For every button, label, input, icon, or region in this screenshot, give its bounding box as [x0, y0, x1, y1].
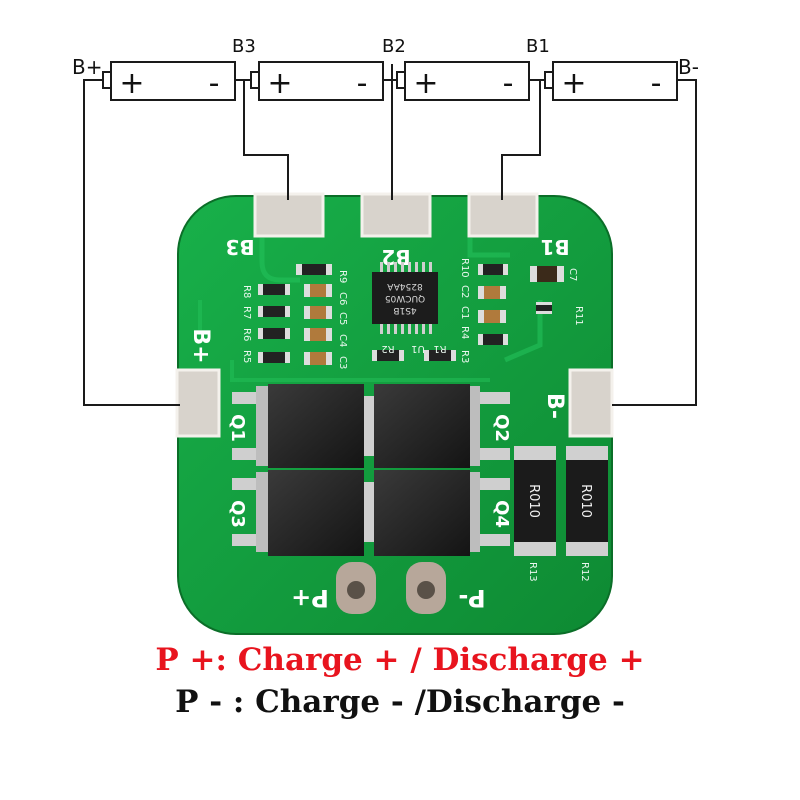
ref-r2: R2: [381, 343, 394, 354]
cell-2-plus: +: [267, 66, 292, 101]
smd-components-right: [478, 264, 564, 345]
label-q1: Q1: [227, 414, 248, 442]
terminal-label-b2: B2: [382, 36, 406, 57]
mosfet-q4: [374, 470, 510, 556]
cell-1-minus: -: [209, 66, 220, 101]
mosfet-q3: [232, 470, 374, 556]
ref-r9: R9: [337, 270, 348, 283]
mosfet-q1: [232, 384, 374, 468]
ic-marking-3: 4S1B: [393, 305, 416, 315]
ref-r12: R12: [579, 562, 590, 582]
ref-r1: R1: [433, 343, 446, 354]
ic-marking-1: 8254AA: [386, 281, 422, 291]
shunt-resistor-r13: R010: [514, 446, 556, 556]
ref-c6: C6: [337, 292, 348, 305]
ref-r6: R6: [241, 328, 252, 341]
ref-c7: C7: [567, 268, 578, 281]
cell-2-minus: -: [357, 66, 368, 101]
pad-p-minus: [406, 562, 446, 614]
ref-u1: U1: [411, 343, 425, 354]
ref-r10: R10: [459, 258, 470, 278]
battery-cell-1: + -: [102, 61, 236, 101]
pad-p-plus: [336, 562, 376, 614]
terminal-label-b3: B3: [232, 36, 256, 57]
label-q2: Q2: [491, 414, 512, 442]
silk-p-plus: P+: [291, 584, 329, 612]
silk-b-minus: B-: [542, 393, 567, 419]
pad-b3: [253, 192, 325, 238]
smd-components-left: [258, 264, 456, 365]
cell-4-minus: -: [651, 66, 662, 101]
ref-c4: C4: [337, 334, 348, 347]
cell-3-minus: -: [503, 66, 514, 101]
ic-marking-2: QUCW05: [385, 293, 425, 303]
ref-r11: R11: [573, 306, 584, 326]
cell-1-plus: +: [119, 66, 144, 101]
battery-cell-4: + -: [544, 61, 678, 101]
terminal-label-b1: B1: [526, 36, 550, 57]
cell-4-plus: +: [561, 66, 586, 101]
silk-b1: B1: [540, 235, 569, 259]
mosfet-q2: [374, 384, 510, 468]
protection-ic: 8254AA QUCW05 4S1B: [372, 262, 438, 334]
silk-b3: B3: [225, 235, 254, 259]
battery-cell-2: + -: [250, 61, 384, 101]
terminal-label-b-minus: B-: [678, 55, 699, 79]
label-q4: Q4: [491, 500, 512, 528]
ref-c5: C5: [337, 312, 348, 325]
battery-cell-3: + -: [396, 61, 530, 101]
ref-r8: R8: [241, 285, 252, 298]
cell-3-plus: +: [413, 66, 438, 101]
ref-c2: C2: [459, 285, 470, 298]
ref-r3: R3: [459, 350, 470, 363]
caption-p-minus: P - : Charge - /Discharge -: [175, 684, 625, 720]
silk-p-minus: P-: [458, 584, 485, 612]
silk-b-plus: B+: [188, 328, 213, 363]
component-refs: R9 C6 R10 C2 R8 R7 C5 R4 C1 R6 C4 R5 C3 …: [241, 258, 584, 369]
ref-c3: C3: [337, 356, 348, 369]
label-q3: Q3: [227, 500, 248, 528]
ref-r5: R5: [241, 350, 252, 363]
ref-c1: C1: [459, 306, 470, 319]
caption-p-plus: P +: Charge + / Discharge +: [155, 642, 645, 678]
ref-r7: R7: [241, 306, 252, 319]
shunt-resistor-r12: R010: [566, 446, 608, 556]
pad-b2: [360, 192, 432, 238]
ref-r13: R13: [527, 562, 538, 582]
pad-b-minus: [568, 368, 614, 438]
pad-b-plus: [175, 368, 221, 438]
terminal-label-b-plus: B+: [72, 55, 102, 79]
ref-r4: R4: [459, 326, 470, 339]
pad-b1: [467, 192, 539, 238]
shunt-marking-r12: R010: [578, 484, 593, 518]
shunt-marking-r13: R010: [526, 484, 541, 518]
